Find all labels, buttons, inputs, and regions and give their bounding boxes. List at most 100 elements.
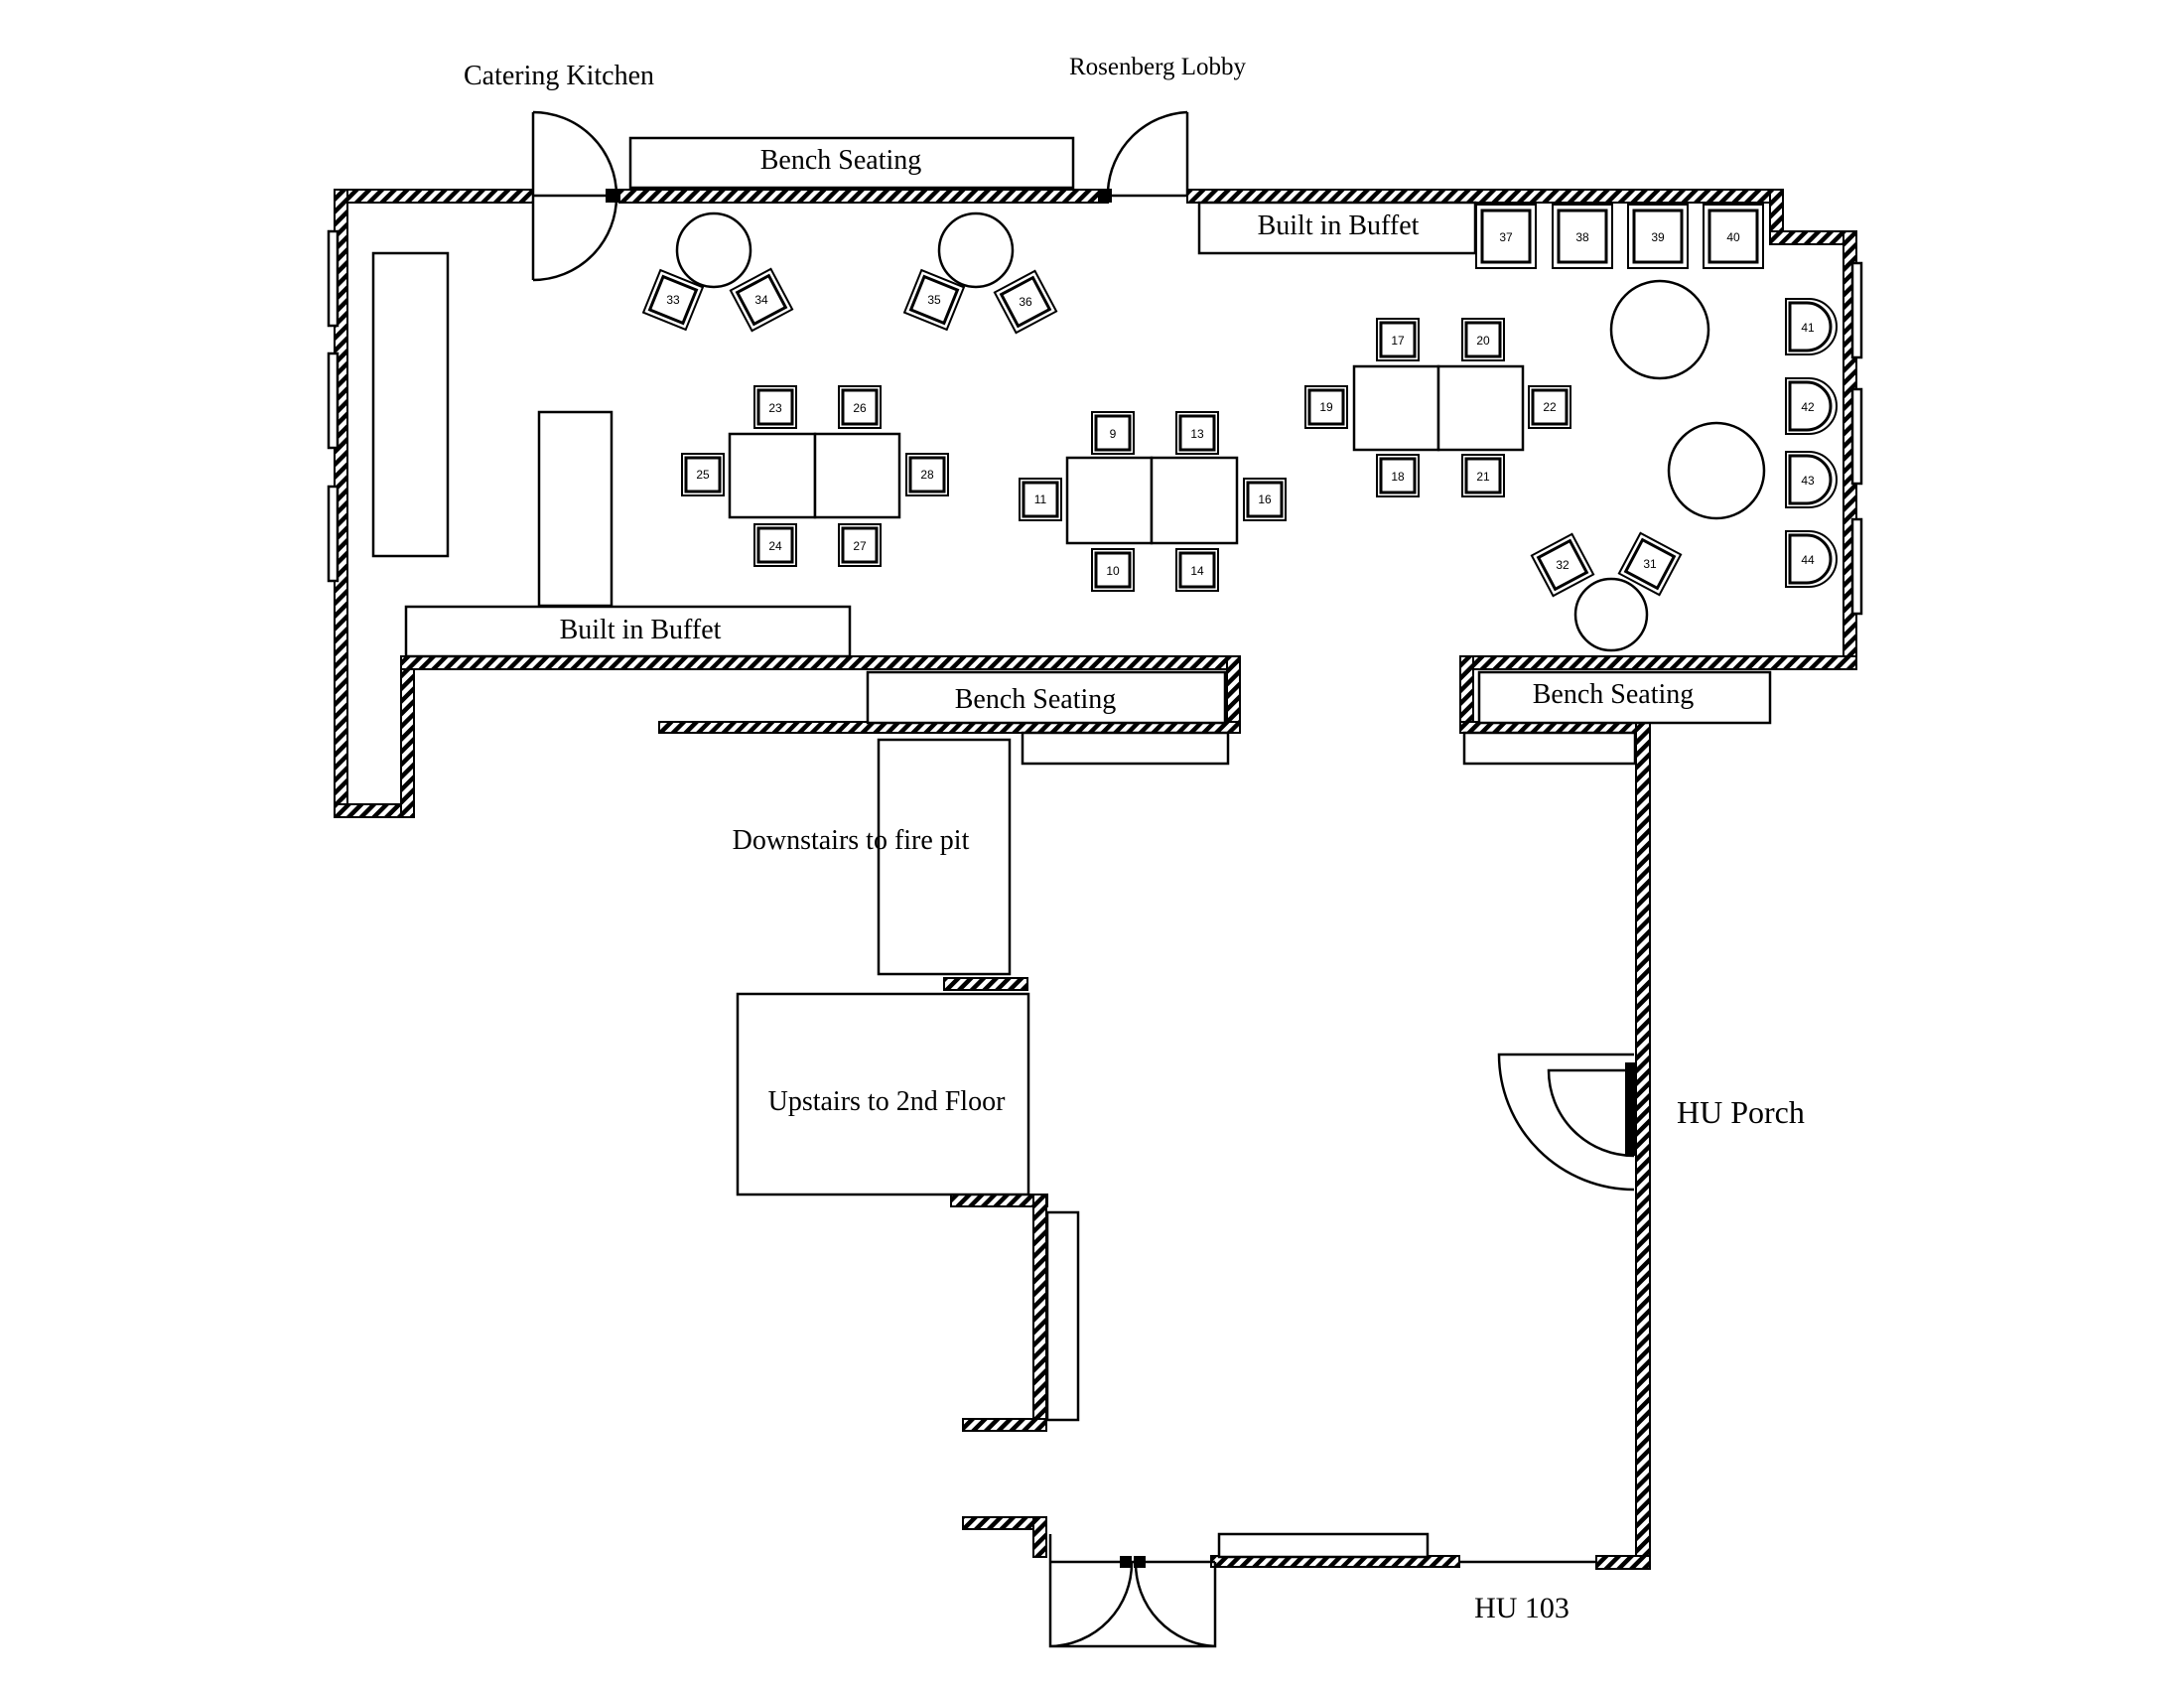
catering-kitchen-door[interactable] — [531, 110, 619, 282]
bench-seating-mid — [866, 670, 1227, 725]
counter-left — [371, 251, 450, 558]
label-rosenberg-lobby: Rosenberg Lobby — [1069, 54, 1246, 80]
tables — [675, 211, 1766, 652]
stair-side-bench — [1045, 1210, 1080, 1422]
label-built-in-buffet-top: Built in Buffet — [1258, 211, 1420, 241]
chair-27[interactable]: 27 — [838, 523, 882, 567]
chair-21-number: 21 — [1476, 470, 1490, 484]
label-bench-seating-top: Bench Seating — [760, 145, 922, 176]
wall-stair-vertical — [1032, 1194, 1047, 1431]
window-left-2 — [327, 352, 340, 450]
chair-40-number: 40 — [1726, 230, 1740, 244]
hu-103-double-door[interactable] — [1048, 1534, 1217, 1648]
chair-23[interactable]: 23 — [753, 385, 797, 429]
chair-9-number: 9 — [1110, 427, 1117, 441]
chair-34-number: 34 — [754, 293, 768, 307]
window-right-2 — [1850, 387, 1863, 486]
chair-19[interactable]: 19 — [1304, 385, 1348, 429]
round-table-5 — [1573, 577, 1649, 652]
downstairs-stair — [877, 738, 1012, 976]
chair-31[interactable]: 31 — [1617, 531, 1683, 597]
label-hu-porch: HU Porch — [1677, 1094, 1805, 1130]
chair-36-number: 36 — [1019, 295, 1032, 309]
wall-right-inner-stub — [1459, 655, 1474, 725]
chair-10[interactable]: 10 — [1091, 548, 1135, 592]
chair-20-number: 20 — [1476, 334, 1490, 348]
label-hu-103: HU 103 — [1474, 1592, 1570, 1624]
chair-13[interactable]: 13 — [1175, 411, 1219, 455]
chair-28[interactable]: 28 — [905, 453, 949, 496]
chair-41-number: 41 — [1801, 321, 1815, 335]
chair-26[interactable]: 26 — [838, 385, 882, 429]
chair-33[interactable]: 33 — [641, 268, 705, 332]
wall-bottom-right-stub — [1595, 1555, 1651, 1570]
chair-20[interactable]: 20 — [1461, 318, 1505, 361]
chairs: 23 26 25 28 24 27 9 13 11 16 10 14 17 20… — [641, 204, 1838, 598]
chair-35[interactable]: 35 — [902, 268, 966, 332]
chair-14[interactable]: 14 — [1175, 548, 1219, 592]
chair-38[interactable]: 38 — [1552, 204, 1613, 269]
wall-top-left — [334, 189, 534, 204]
built-in-buffet-top — [1197, 201, 1477, 255]
chair-36[interactable]: 36 — [993, 269, 1058, 335]
chair-24[interactable]: 24 — [753, 523, 797, 567]
chair-26-number: 26 — [853, 401, 867, 415]
chair-32-number: 32 — [1556, 558, 1570, 572]
chair-42[interactable]: 42 — [1785, 377, 1838, 435]
wall-mid-horizontal — [400, 655, 1241, 670]
table-a-right — [813, 432, 901, 519]
chair-22-number: 22 — [1543, 400, 1557, 414]
chair-44[interactable]: 44 — [1785, 530, 1838, 588]
chair-33-number: 33 — [666, 293, 680, 307]
wall-entry-stub — [1032, 1516, 1047, 1558]
wall-top-mid — [618, 189, 1109, 204]
chair-25[interactable]: 25 — [681, 453, 725, 496]
table-b-right — [1150, 456, 1239, 545]
chair-41[interactable]: 41 — [1785, 298, 1838, 355]
doors — [531, 110, 1636, 1648]
upstairs-stair — [736, 992, 1030, 1196]
chair-14-number: 14 — [1190, 564, 1204, 578]
walls — [327, 189, 1863, 1570]
chair-43-number: 43 — [1801, 474, 1815, 488]
fixtures — [371, 136, 1772, 1559]
table-c-right — [1436, 364, 1525, 452]
label-upstairs-2nd-floor: Upstairs to 2nd Floor — [768, 1086, 1006, 1117]
chair-17-number: 17 — [1391, 334, 1405, 348]
chair-21[interactable]: 21 — [1461, 454, 1505, 497]
labels: Catering Kitchen Rosenberg Lobby Bench S… — [464, 54, 1805, 1624]
label-bench-seating-mid: Bench Seating — [955, 684, 1117, 715]
bench-seating-right — [1477, 670, 1772, 725]
chair-11-number: 11 — [1034, 492, 1047, 506]
chair-17[interactable]: 17 — [1376, 318, 1420, 361]
chair-11[interactable]: 11 — [1019, 478, 1062, 521]
chair-9[interactable]: 9 — [1091, 411, 1135, 455]
label-built-in-buffet-left: Built in Buffet — [560, 615, 722, 645]
chair-39[interactable]: 39 — [1627, 204, 1689, 269]
wall-east-long — [1635, 721, 1651, 1569]
chair-40[interactable]: 40 — [1703, 204, 1764, 269]
chair-19-number: 19 — [1319, 400, 1333, 414]
wall-stair-base — [962, 1418, 1047, 1432]
chair-37[interactable]: 37 — [1475, 204, 1537, 269]
hu-porch-door[interactable] — [1497, 1053, 1636, 1192]
chair-34[interactable]: 34 — [729, 267, 794, 333]
round-table-1 — [675, 211, 752, 289]
chair-16[interactable]: 16 — [1243, 478, 1287, 521]
wall-right-bottom — [1459, 655, 1857, 670]
chair-22[interactable]: 22 — [1528, 385, 1571, 429]
rosenberg-lobby-door[interactable] — [1098, 110, 1189, 203]
chair-24-number: 24 — [768, 539, 782, 553]
chair-32[interactable]: 32 — [1530, 532, 1595, 598]
counter-center — [537, 410, 614, 608]
window-right-3 — [1850, 517, 1863, 616]
window-left-1 — [327, 229, 340, 328]
round-table-4 — [1667, 421, 1766, 520]
chair-18[interactable]: 18 — [1376, 454, 1420, 497]
chair-43[interactable]: 43 — [1785, 451, 1838, 508]
chair-25-number: 25 — [696, 468, 710, 482]
wall-stair-top — [943, 977, 1028, 991]
chair-18-number: 18 — [1391, 470, 1405, 484]
wall-top-right — [1186, 189, 1784, 204]
